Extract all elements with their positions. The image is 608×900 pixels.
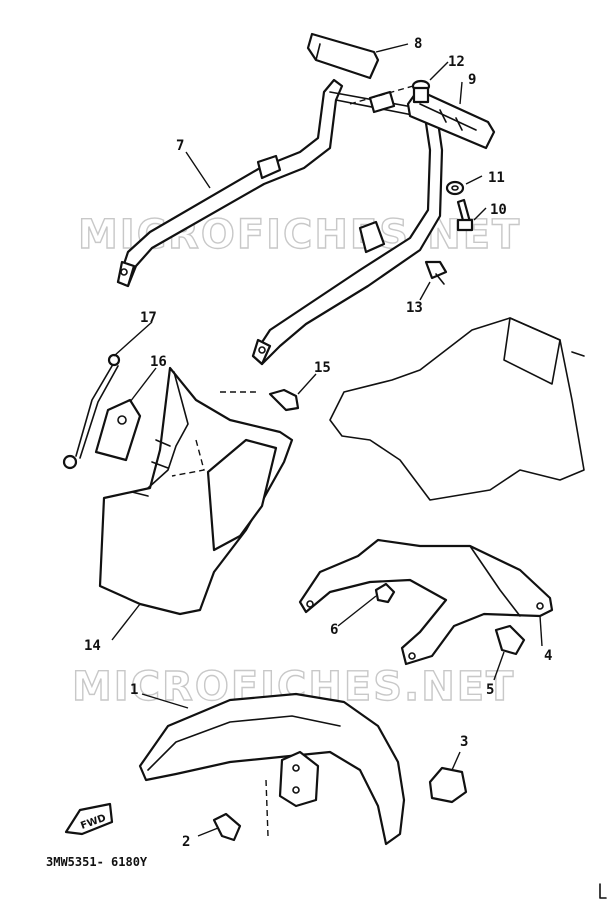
clip — [428, 766, 468, 804]
corner-mark — [599, 883, 607, 899]
callout-12: 12 — [448, 54, 465, 70]
callout-5: 5 — [486, 682, 494, 698]
pad — [94, 398, 142, 462]
bolt-13 — [424, 260, 448, 285]
callout-8: 8 — [414, 36, 422, 52]
callout-16: 16 — [150, 354, 167, 370]
leader-lines — [111, 43, 543, 837]
callout-15: 15 — [314, 360, 331, 376]
callout-13: 13 — [406, 300, 423, 316]
callout-3: 3 — [460, 734, 468, 750]
callout-11: 11 — [488, 170, 505, 186]
front-fender — [138, 692, 406, 846]
rear-fender-bracket — [298, 538, 554, 666]
strap — [62, 353, 121, 470]
bolt-10 — [456, 198, 474, 232]
rear-flap — [98, 366, 294, 616]
grip-cover — [306, 32, 380, 80]
reference-code: 3MW5351- 6180Y — [46, 855, 148, 869]
callouts: 8 12 9 11 10 13 7 17 16 15 14 6 4 5 1 3 … — [84, 36, 552, 850]
callout-4: 4 — [544, 648, 552, 664]
grab-rail — [116, 78, 444, 366]
callout-1: 1 — [130, 682, 138, 698]
collar — [411, 79, 431, 104]
callout-17: 17 — [140, 310, 157, 326]
callout-14: 14 — [84, 638, 101, 654]
callout-6: 6 — [330, 622, 338, 638]
rear-housing — [329, 317, 585, 501]
callout-9: 9 — [468, 72, 476, 88]
callout-7: 7 — [176, 138, 184, 154]
callout-2: 2 — [182, 834, 190, 850]
bolt-5 — [494, 624, 526, 656]
bolt-15 — [268, 388, 300, 412]
washer — [445, 180, 465, 196]
callout-10: 10 — [490, 202, 507, 218]
bolt-2 — [212, 812, 242, 842]
nut-6 — [374, 582, 396, 604]
forward-arrow-icon: FWD — [64, 802, 114, 836]
